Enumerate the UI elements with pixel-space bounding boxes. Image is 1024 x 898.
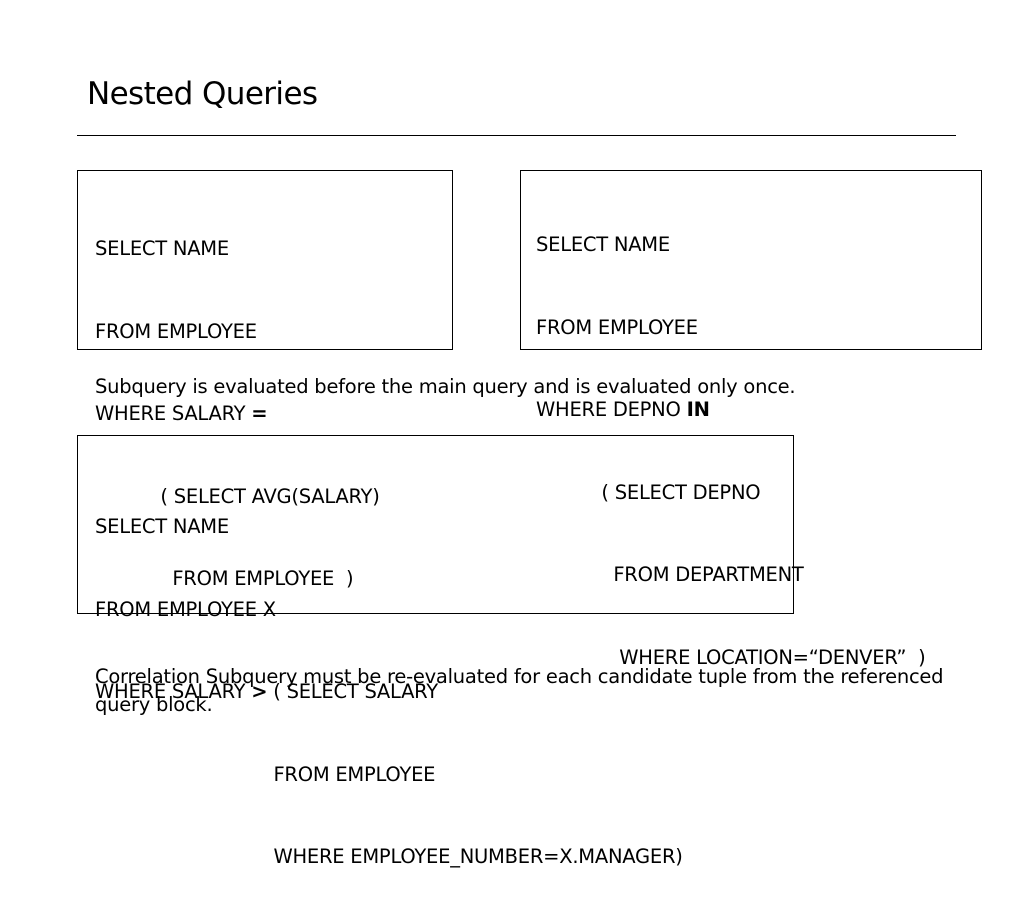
note-line: Correlation Subquery must be re-evaluate…	[95, 665, 944, 688]
note-line: query block.	[95, 692, 213, 716]
code-line: WHERE EMPLOYEE_NUMBER=X.MANAGER)	[95, 845, 683, 868]
code-line: WHERE LOCATION=“DENVER” )	[536, 645, 926, 669]
code-line: FROM EMPLOYEE )	[95, 567, 354, 590]
slide-title: Nested Queries	[87, 76, 318, 112]
code-line: SELECT NAME	[95, 237, 229, 260]
note-correlation-subquery: Correlation Subquery must be re-evaluate…	[95, 663, 944, 718]
code-line: WHERE SALARY =	[95, 400, 380, 428]
code-line: FROM EMPLOYEE X	[95, 597, 276, 621]
code-line: FROM EMPLOYEE	[536, 315, 698, 339]
code-line: SELECT NAME	[536, 233, 670, 256]
code-text: WHERE DEPNO	[536, 398, 687, 421]
note-subquery-evaluation: Subquery is evaluated before the main qu…	[95, 375, 796, 398]
code-text: WHERE SALARY	[95, 402, 252, 425]
comparison-operator: =	[251, 402, 268, 425]
greater-than-operator: >	[251, 680, 268, 703]
code-line: FROM EMPLOYEE	[95, 319, 257, 343]
code-text: WHERE SALARY	[95, 680, 252, 703]
title-divider	[77, 135, 956, 136]
query-box-correlated	[77, 435, 794, 614]
query-code-avg-salary: SELECT NAME FROM EMPLOYEE WHERE SALARY =…	[95, 180, 380, 620]
code-line: WHERE DEPNO IN	[536, 396, 926, 424]
code-line: FROM EMPLOYEE	[95, 762, 436, 786]
code-text: ( SELECT SALARY	[267, 680, 438, 703]
query-box-in-denver	[520, 170, 982, 350]
code-line: WHERE SALARY > ( SELECT SALARY	[95, 678, 683, 706]
in-operator: IN	[686, 398, 710, 421]
code-line: ( SELECT DEPNO	[536, 480, 761, 504]
code-line: FROM DEPARTMENT	[536, 563, 804, 586]
query-code-in-denver: SELECT NAME FROM EMPLOYEE WHERE DEPNO IN…	[536, 176, 926, 699]
code-line: SELECT NAME	[95, 515, 229, 538]
code-line: ( SELECT AVG(SALARY)	[95, 484, 380, 508]
query-box-avg-salary	[77, 170, 453, 350]
